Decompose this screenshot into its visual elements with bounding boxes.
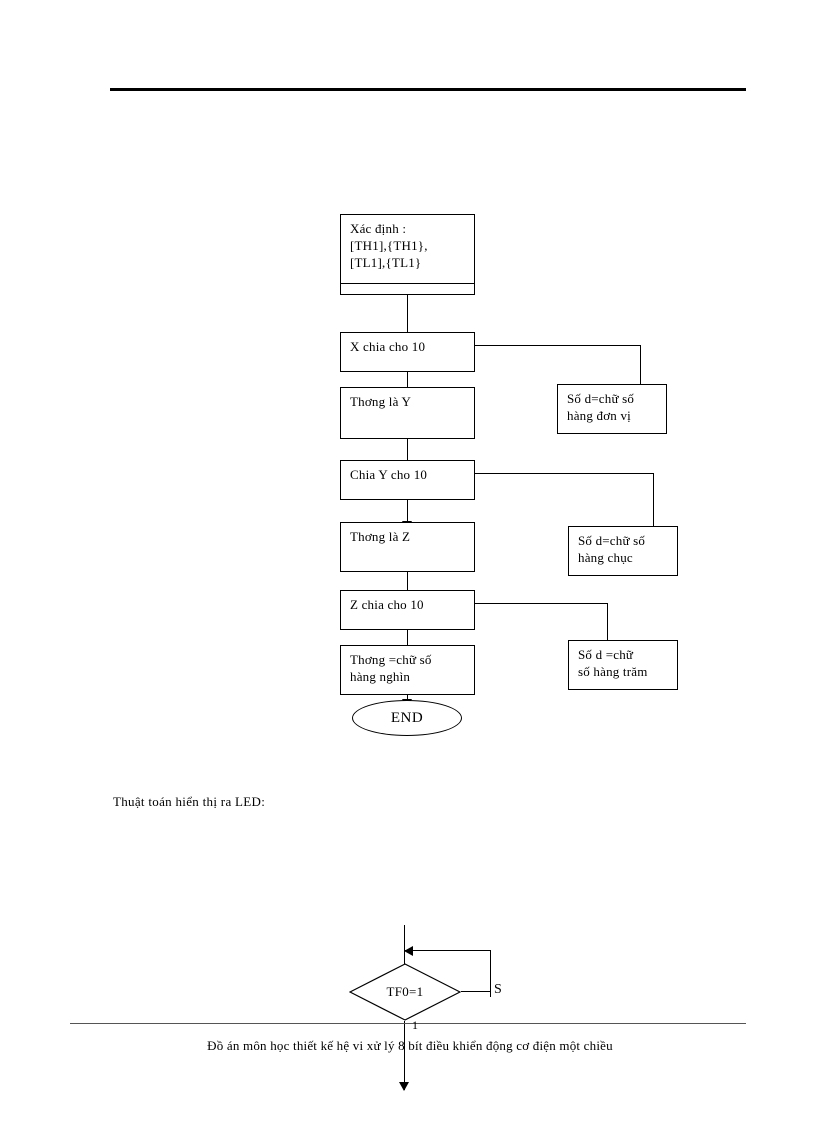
- connector-dividex-to-ones: [475, 345, 640, 346]
- flow-node-digit-hundreds: Số d =chữ số hàng trăm: [568, 640, 678, 690]
- section-caption: Thuật toán hiển thị ra LED:: [113, 793, 265, 810]
- flow-node-digit-ones: Số d=chữ số hàng đơn vị: [557, 384, 667, 434]
- flow-node-quotient-y: Thơng là Y: [340, 387, 475, 439]
- arrowhead-decision-continue: [399, 1082, 409, 1091]
- page-number: 1: [395, 1018, 435, 1032]
- connector-dividez-to-hundreds: [475, 603, 607, 604]
- flow-node-quotient-thousands: Thơng =chữ số hàng nghìn: [340, 645, 475, 695]
- connector-dividey-to-tens: [475, 473, 653, 474]
- flow-node-divide-y: Chia Y cho 10: [340, 460, 475, 500]
- decision-label: TF0=1: [349, 963, 461, 1021]
- flow-node-end-label: END: [391, 710, 423, 727]
- flow-node-decision-tf0: TF0=1: [349, 963, 461, 1021]
- flow-node-init-divider: [341, 283, 474, 284]
- flow-node-digit-tens: Số d=chữ số hàng chục: [568, 526, 678, 576]
- flow-node-quotient-z: Thơng là Z: [340, 522, 475, 572]
- arrowhead-feedback: [404, 946, 413, 956]
- connector-decision-to-s: [461, 991, 490, 992]
- header-rule: [110, 88, 746, 91]
- flow-node-divide-z: Z chia cho 10: [340, 590, 475, 630]
- flow-node-end: END: [352, 700, 462, 736]
- connector-feedback-vertical: [490, 950, 491, 997]
- flow-node-divide-x: X chia cho 10: [340, 332, 475, 372]
- branch-label-s: S: [494, 982, 502, 998]
- footer-text: Đồ án môn học thiết kế hệ vi xử lý 8 bít…: [110, 1038, 710, 1054]
- connector-feedback-horizontal: [404, 950, 491, 951]
